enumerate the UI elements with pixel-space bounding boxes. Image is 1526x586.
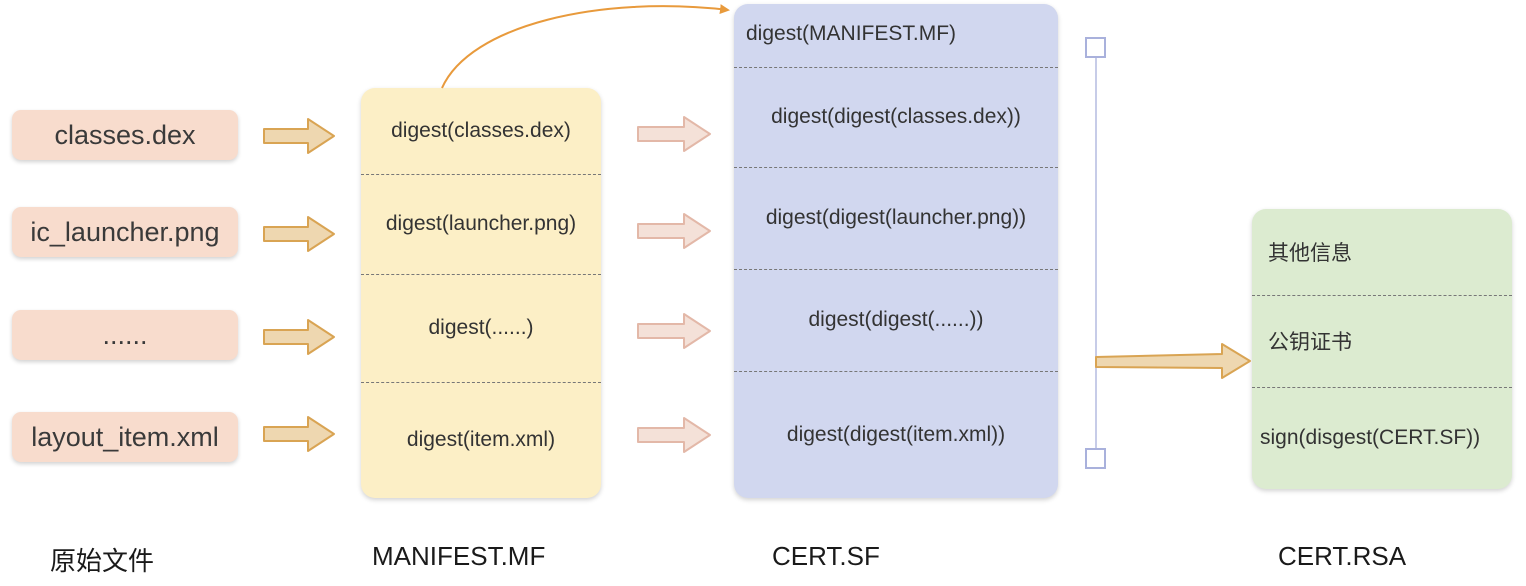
arrow-source-to-manifest [263, 319, 335, 355]
rsa-row-other-info: 其他信息 [1268, 242, 1352, 265]
manifest-divider [361, 274, 601, 275]
rsa-row-public-key-cert: 公钥证书 [1268, 331, 1352, 354]
sf-row-launcher-png: digest(digest(launcher.png)) [765, 206, 1027, 229]
selection-bracket [1085, 37, 1106, 469]
manifest-divider [361, 382, 601, 383]
caption-cert-rsa: CERT.RSA [1278, 541, 1407, 571]
caption-cert-sf: CERT.SF [772, 541, 880, 571]
source-file-classes-dex: classes.dex [12, 110, 238, 160]
arrow-source-to-manifest [263, 118, 335, 154]
cert-rsa-panel: 其他信息 公钥证书 sign(disgest(CERT.SF)) [1252, 209, 1512, 489]
sf-row-classes-dex: digest(digest(classes.dex)) [771, 105, 1021, 128]
arrow-manifest-to-sf [637, 116, 711, 152]
caption-source-files: 原始文件 [50, 546, 155, 576]
sf-row-manifest-digest: digest(MANIFEST.MF) [746, 22, 957, 45]
sf-row-item-xml: digest(digest(item.xml)) [786, 422, 1006, 446]
manifest-row-item-xml: digest(item.xml) [406, 428, 556, 451]
arrow-sf-to-rsa [1095, 343, 1251, 379]
rsa-row-signature: sign(disgest(CERT.SF)) [1260, 426, 1481, 449]
source-file-ellipsis: ...... [12, 310, 238, 360]
cert-sf-panel: digest(MANIFEST.MF) digest(digest(classe… [734, 4, 1058, 498]
sf-divider [734, 371, 1058, 372]
arrow-source-to-manifest [263, 416, 335, 452]
arrow-manifest-to-sf [637, 417, 711, 453]
manifest-mf-panel: digest(classes.dex) digest(launcher.png)… [361, 88, 601, 498]
manifest-row-launcher-png: digest(launcher.png) [385, 212, 577, 235]
rsa-divider [1252, 295, 1512, 296]
arrow-manifest-to-sf [637, 313, 711, 349]
source-file-layout-item-xml: layout_item.xml [12, 412, 238, 462]
sf-row-ellipsis: digest(digest(......)) [808, 308, 984, 331]
manifest-divider [361, 174, 601, 175]
sf-divider [734, 269, 1058, 270]
manifest-row-classes-dex: digest(classes.dex) [391, 119, 571, 142]
arrow-manifest-to-sf [637, 213, 711, 249]
manifest-row-ellipsis: digest(......) [428, 316, 534, 339]
caption-manifest-mf: MANIFEST.MF [372, 541, 546, 571]
source-file-ic-launcher-png: ic_launcher.png [12, 207, 238, 257]
curved-connector-manifest-to-sf [441, 4, 730, 89]
sf-divider [734, 167, 1058, 168]
rsa-divider [1252, 387, 1512, 388]
sf-divider [734, 67, 1058, 68]
arrow-source-to-manifest [263, 216, 335, 252]
